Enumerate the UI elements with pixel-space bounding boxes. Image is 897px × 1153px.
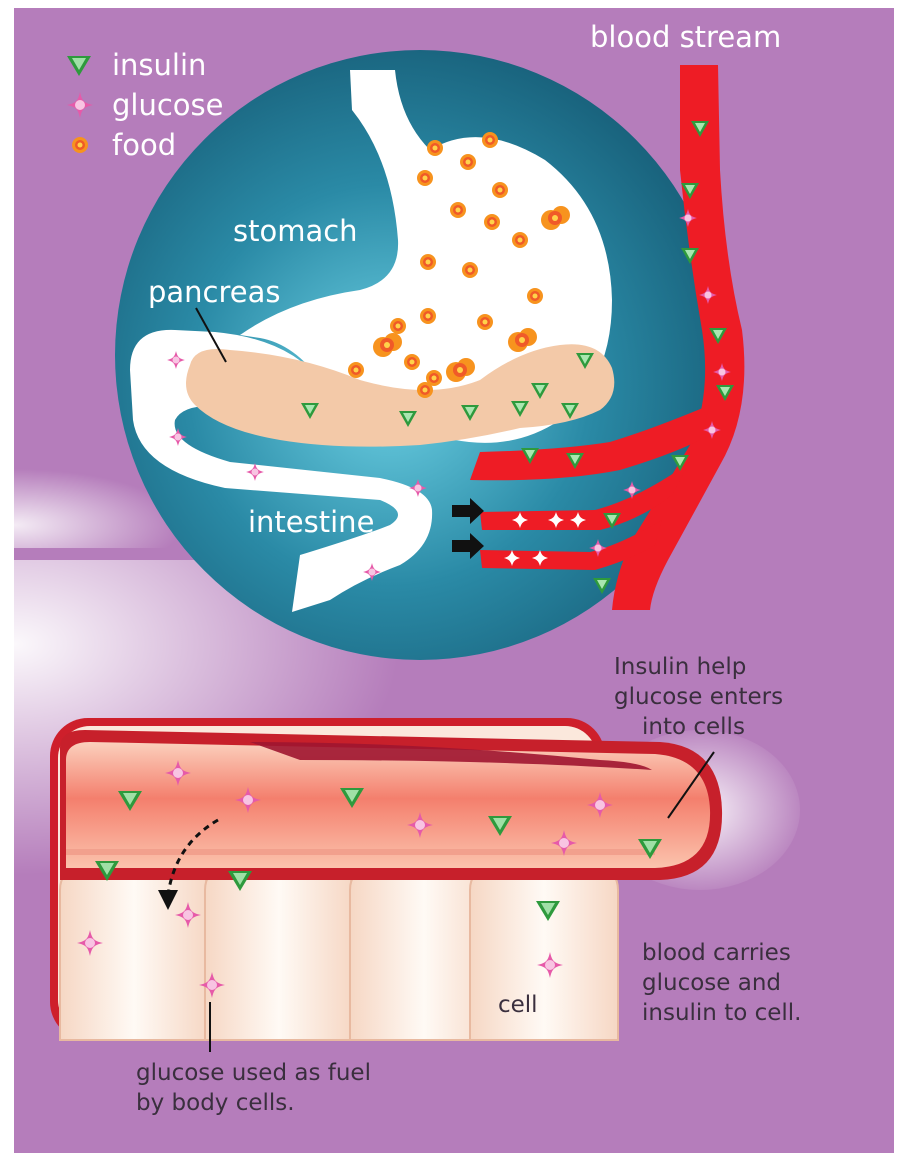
blood-carries-line-2: glucose and [642, 968, 781, 998]
legend-food-label: food [112, 128, 176, 162]
legend-insulin-label: insulin [112, 48, 206, 82]
blood-carries-line-1: blood carries [642, 938, 791, 968]
blood-carries-line-3: insulin to cell. [642, 998, 801, 1028]
insulin-help-line-1: Insulin help [614, 652, 746, 682]
stomach-label: stomach [233, 214, 358, 248]
insulin-help-line-3: into cells [642, 712, 745, 742]
glucose-used-line-1: glucose used as fuel [136, 1058, 371, 1088]
cell-label: cell [498, 990, 538, 1020]
legend-glucose-label: glucose [112, 88, 223, 122]
pancreas-label: pancreas [148, 275, 281, 309]
blood-vessel-tube [60, 730, 722, 880]
intestine-label: intestine [248, 505, 374, 539]
blood-stream-label: blood stream [590, 20, 781, 54]
insulin-help-line-2: glucose enters [614, 682, 783, 712]
food-blob-icon [72, 137, 88, 153]
glucose-used-line-2: by body cells. [136, 1088, 295, 1118]
